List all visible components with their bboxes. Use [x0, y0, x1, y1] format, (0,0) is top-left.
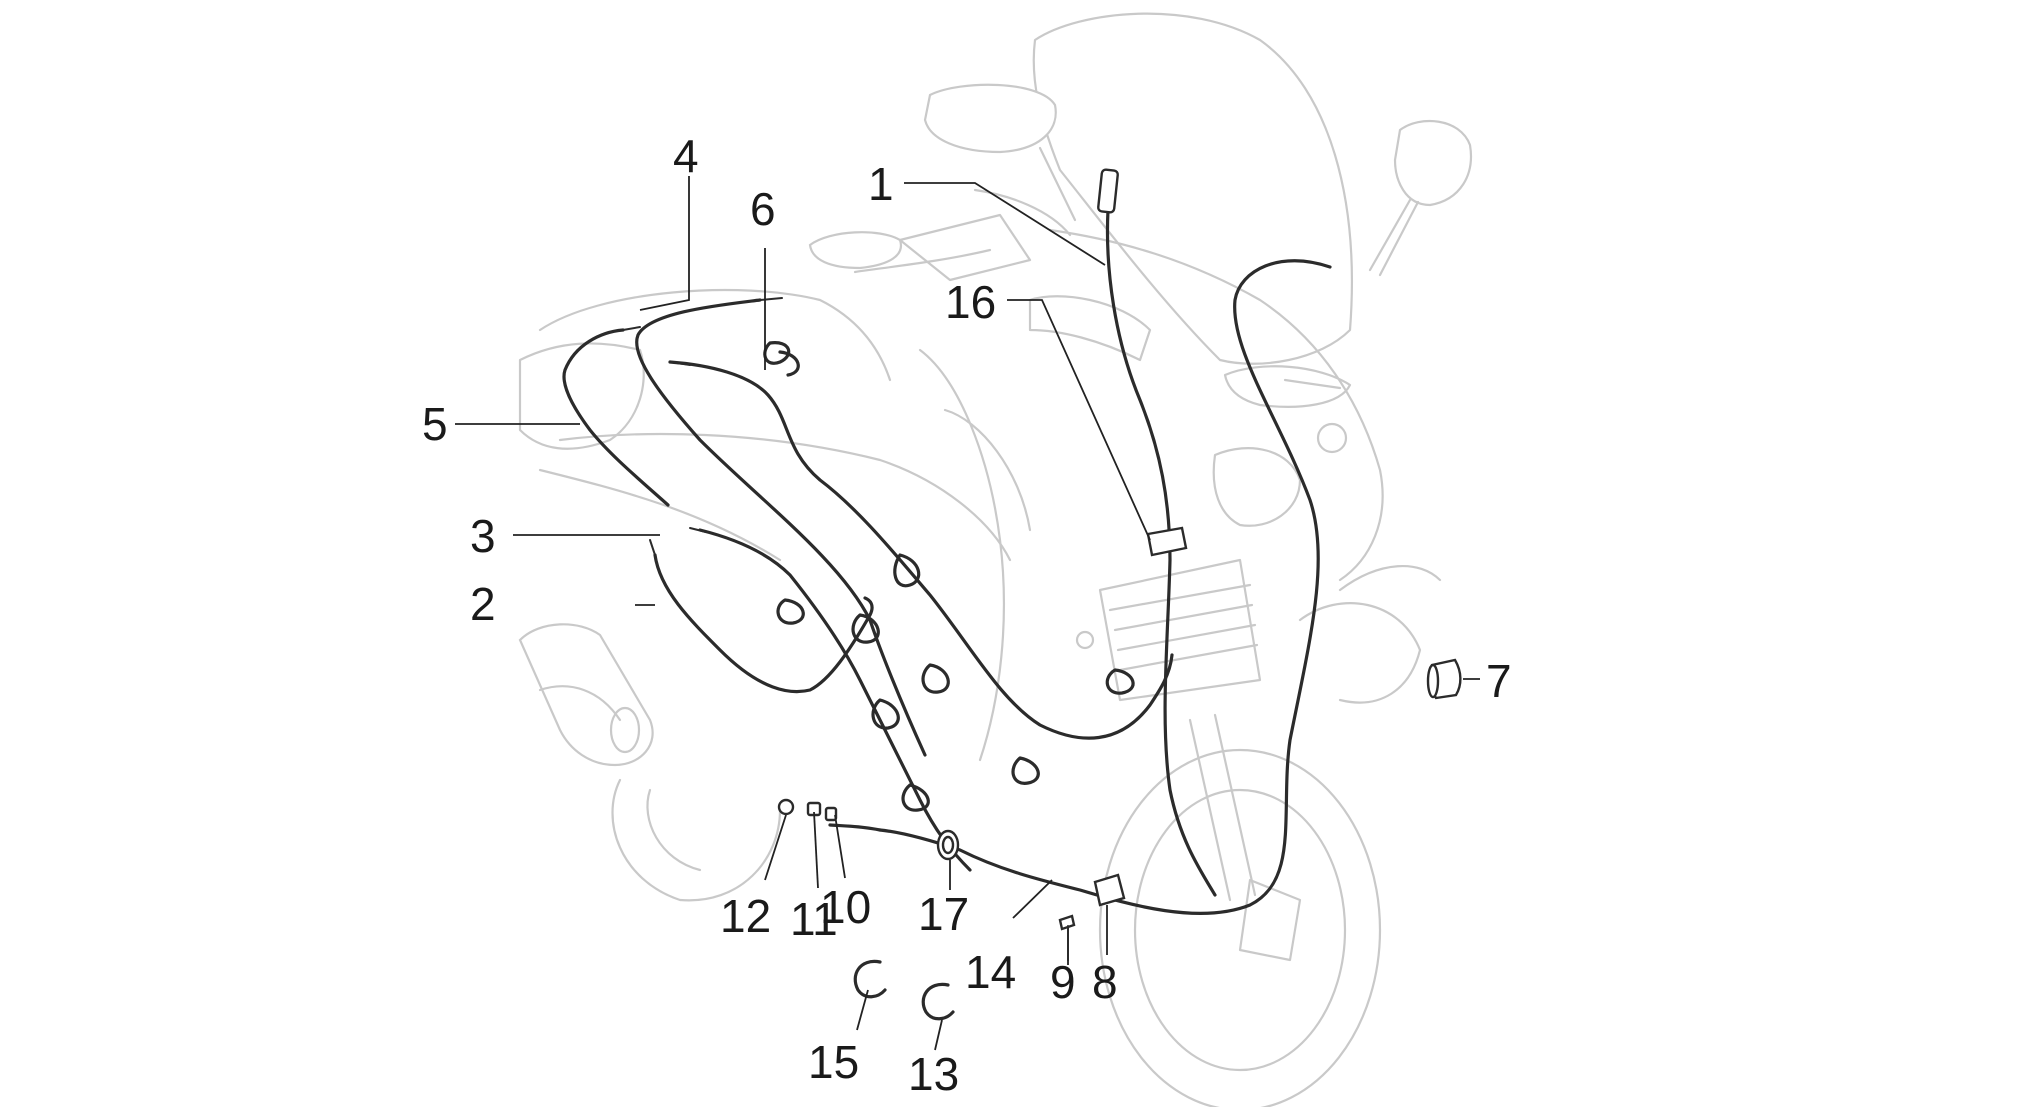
cable-2: [653, 553, 874, 694]
callout-11: 11: [790, 893, 838, 945]
callout-12: 12: [720, 890, 771, 942]
callout-5: 5: [422, 398, 448, 450]
scooter-outline: [518, 12, 1473, 1107]
clamp-13: [921, 982, 955, 1021]
small-parts: [777, 526, 1462, 1021]
clamp-15: [853, 959, 887, 999]
cable-14: [878, 259, 1332, 915]
callout-1: 1: [868, 158, 894, 210]
callout-9: 9: [1050, 956, 1076, 1008]
callout-4: 4: [673, 130, 699, 182]
cable-1: [1105, 208, 1217, 897]
callout-14: 14: [965, 946, 1016, 998]
callout-10: 10: [820, 881, 871, 933]
callout-17: 17: [918, 888, 969, 940]
callout-16: 16: [945, 276, 996, 328]
screw-9: [1058, 914, 1076, 931]
callout-2: 2: [470, 578, 496, 630]
callout-6: 6: [750, 183, 776, 235]
callout-13: 13: [908, 1048, 959, 1100]
cable-3: [698, 528, 972, 872]
callout-15: 15: [808, 1036, 859, 1088]
nut-12: [777, 798, 795, 816]
cable-6: [668, 360, 1174, 740]
bracket-16: [1146, 526, 1188, 557]
cable-4: [635, 298, 927, 757]
cable-5: [562, 328, 670, 507]
cables-group: [562, 168, 1332, 915]
callout-labels: 1 2 3 4 5 6 7 8 9 10 11 12 13 14 15 16 1…: [422, 130, 1512, 1100]
leader-lines: [455, 176, 1480, 1051]
callout-8: 8: [1092, 956, 1118, 1008]
plate-8: [1093, 873, 1126, 907]
callout-7: 7: [1486, 655, 1512, 707]
fitting-10: [824, 806, 838, 822]
callout-3: 3: [470, 510, 496, 562]
